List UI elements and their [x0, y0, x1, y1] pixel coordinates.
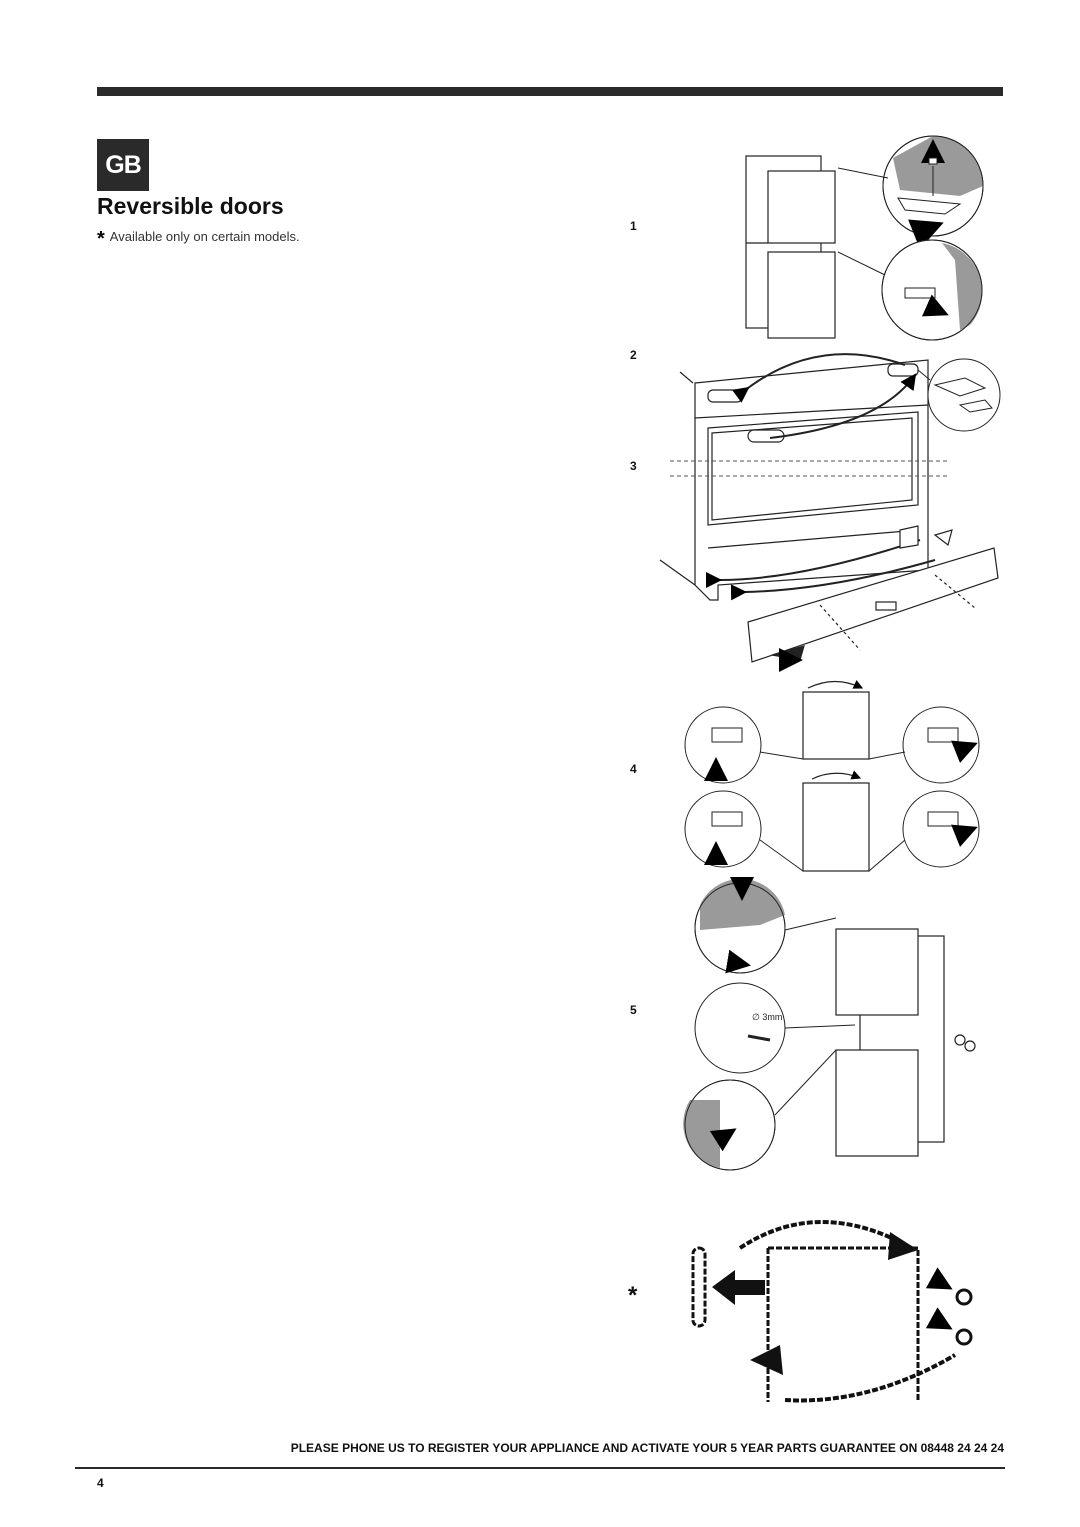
drill-size-label: ∅ 3mm	[752, 1012, 782, 1022]
language-badge: GB	[97, 139, 149, 191]
handle-move-arrow	[712, 1232, 918, 1375]
handle-cap-icons	[925, 1267, 973, 1346]
figure-4-door-top	[802, 680, 870, 872]
optional-step-marker: *	[628, 1282, 638, 1309]
availability-note: * Available only on certain models.	[97, 228, 300, 251]
page-number: 4	[97, 1476, 104, 1490]
figure-3-separator	[670, 460, 948, 477]
registration-notice: PLEASE PHONE US TO REGISTER YOUR APPLIAN…	[290, 1441, 1004, 1455]
figure-4-detail-circles	[684, 706, 980, 872]
step-number-4: 4	[630, 762, 637, 776]
top-rule	[97, 87, 1003, 96]
step-number-2: 2	[630, 348, 637, 362]
figure-1-detail-lower-hinge	[837, 239, 983, 341]
figure-2-detail-top-hinge	[917, 358, 1001, 432]
figure-2-3-fridge-body	[659, 353, 929, 601]
bottom-rule	[75, 1467, 1005, 1469]
note-asterisk: *	[97, 228, 105, 250]
figure-5-fridge-reassembled	[835, 928, 976, 1157]
figure-3-base-cover	[705, 525, 999, 672]
step-number-5: 5	[630, 1003, 637, 1017]
step-number-3: 3	[630, 459, 637, 473]
figure-1-fridge-doors	[745, 155, 836, 339]
note-text: Available only on certain models.	[109, 229, 300, 244]
figure-5-detail-circles	[683, 877, 856, 1171]
page-title: Reversible doors	[97, 193, 284, 219]
figure-1-detail-top-hinge	[837, 135, 984, 250]
step-number-1: 1	[630, 219, 637, 233]
